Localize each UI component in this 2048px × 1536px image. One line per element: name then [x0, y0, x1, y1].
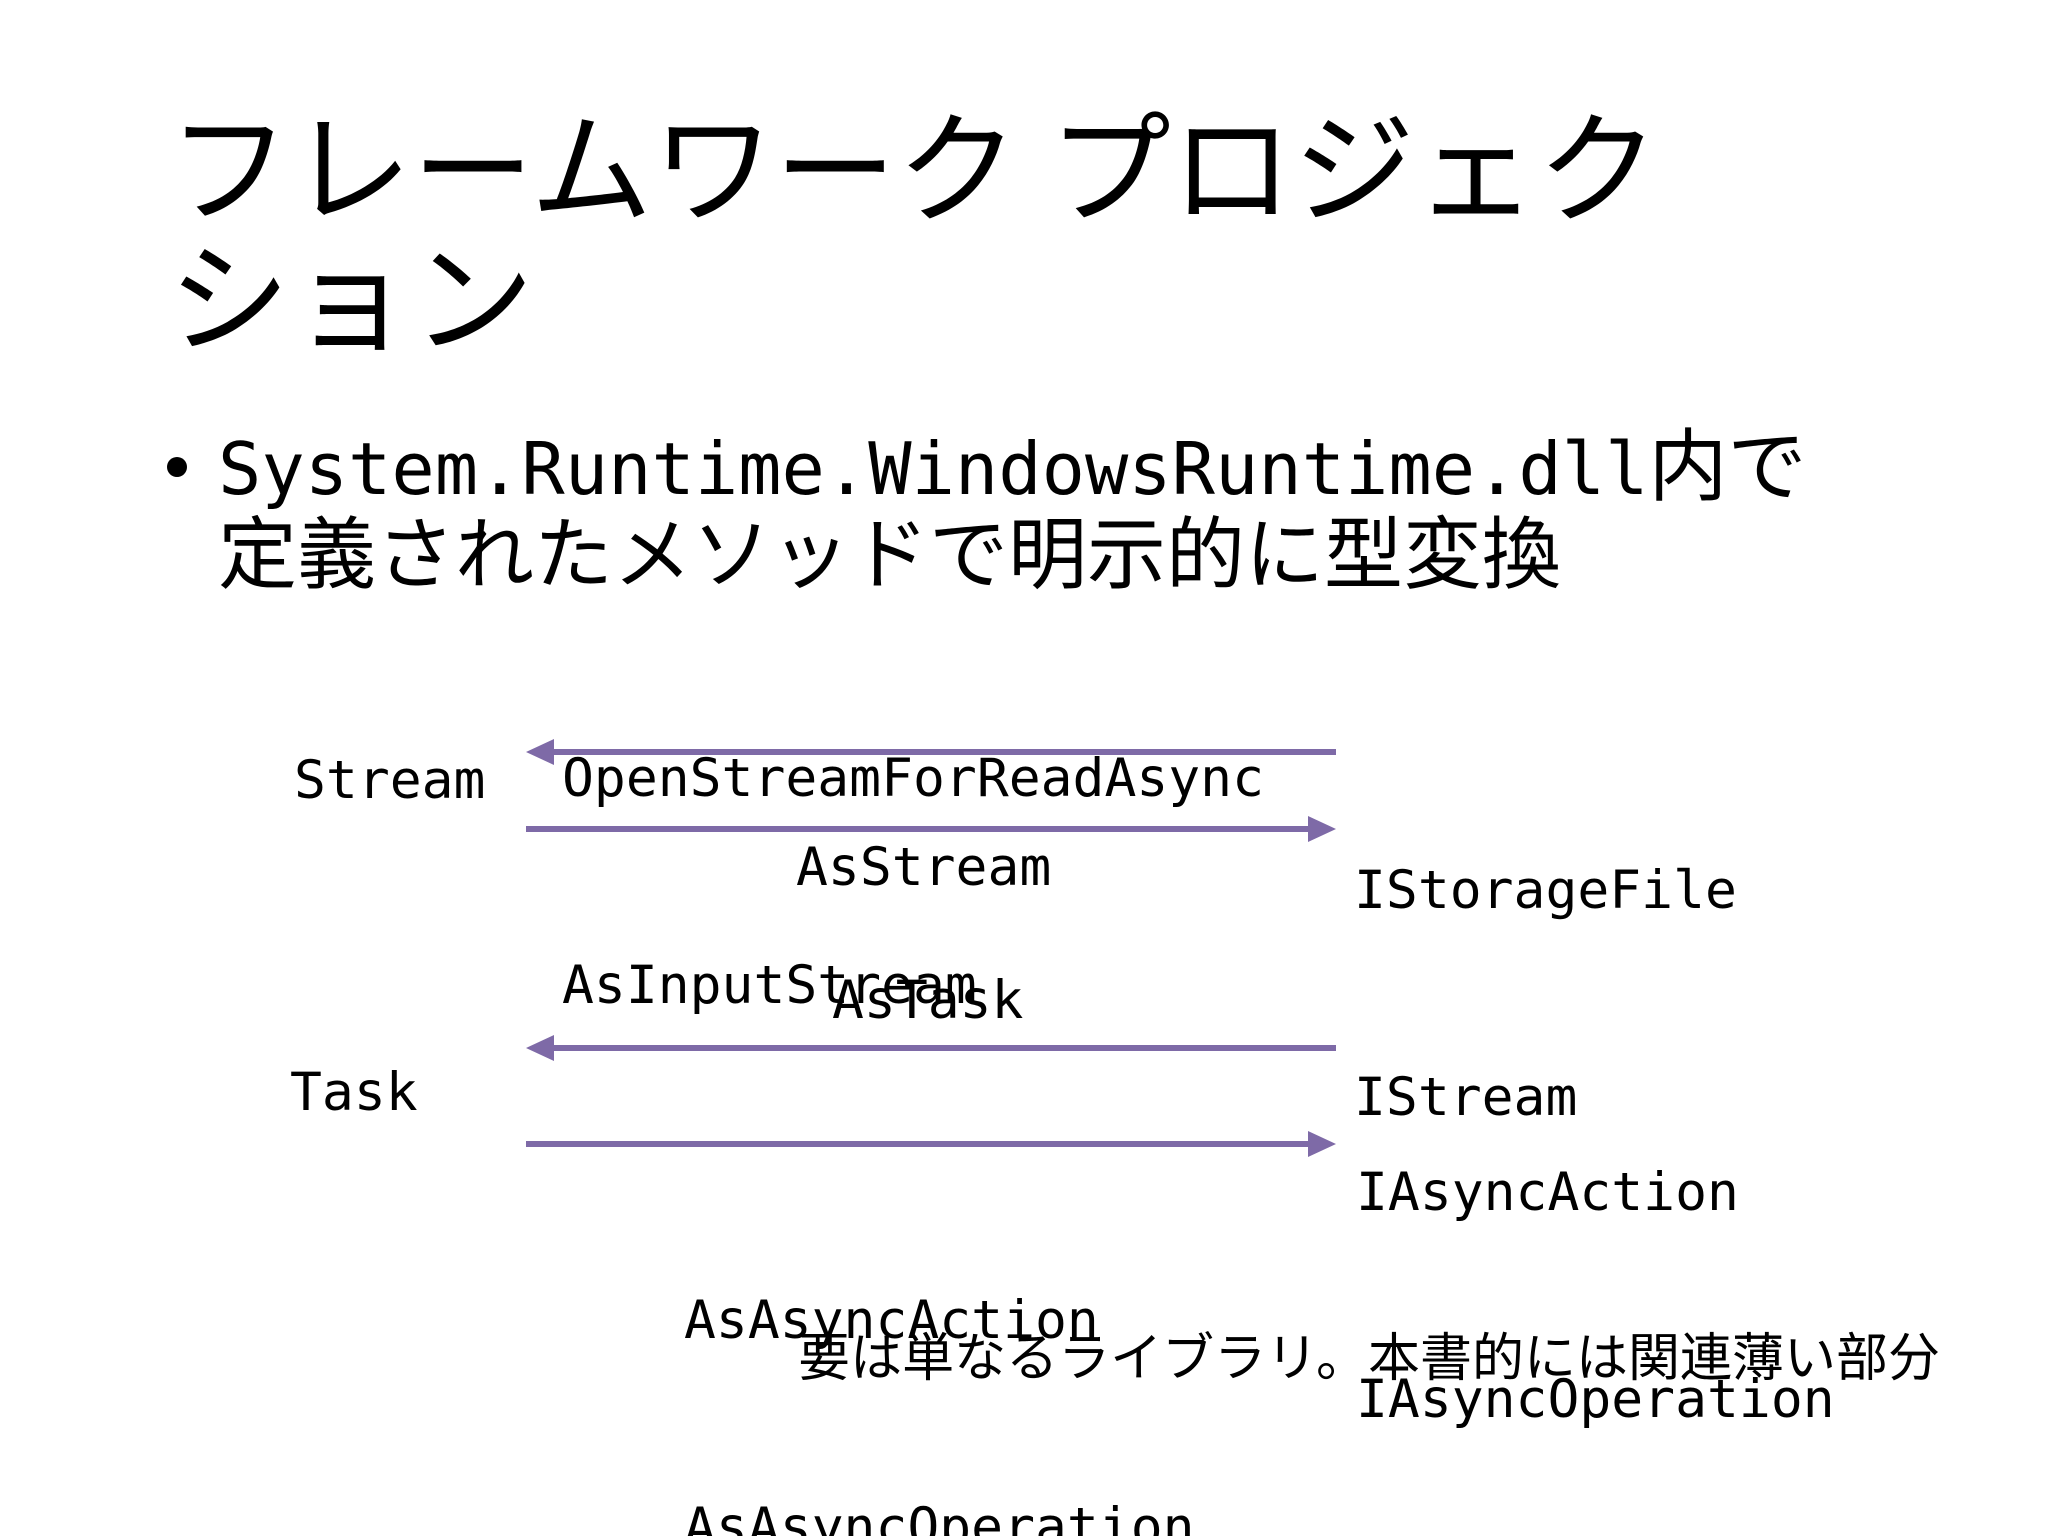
task-rightward-methods: AsAsyncAction AsAsyncOperation — [684, 1148, 1195, 1536]
slide-title: フレームワーク プロジェク ション — [168, 108, 1808, 368]
slide-title-line1: フレームワーク プロジェク — [168, 105, 1659, 240]
bullet-code-dll: System.Runtime.WindowsRuntime.dll — [218, 427, 1649, 511]
arrow-line-iasyncaction-to-task — [552, 1045, 1336, 1051]
type-iasyncoperation: IAsyncOperation — [1356, 1369, 1835, 1430]
stream-right-types: IStorageFile IStream — [1354, 718, 1737, 1270]
arrow-line-task-to-iasyncoperation — [526, 1141, 1310, 1147]
method-as-async-action: AsAsyncAction — [684, 1290, 1099, 1351]
arrow-head-right-stream — [1308, 816, 1336, 842]
slide-title-line2: ション — [168, 235, 534, 370]
type-task: Task — [290, 1062, 418, 1123]
arrow-line-stream-to-istream — [526, 826, 1310, 832]
task-right-types: IAsyncAction IAsyncOperation — [1356, 1020, 1835, 1536]
method-as-async-operation: AsAsyncOperation — [684, 1497, 1195, 1536]
method-as-task: AsTask — [832, 970, 1024, 1031]
stream-leftward-methods: OpenStreamForReadAsync AsInputStream — [562, 606, 1264, 1158]
arrow-head-left-stream — [526, 739, 554, 765]
method-as-input-stream: AsInputStream — [562, 955, 977, 1016]
method-as-stream: AsStream — [796, 837, 1052, 898]
type-iasyncaction: IAsyncAction — [1356, 1162, 1739, 1223]
type-stream: Stream — [294, 750, 486, 811]
type-istoragefile: IStorageFile — [1354, 860, 1737, 921]
method-open-stream-for-read-async: OpenStreamForReadAsync — [562, 748, 1264, 809]
bullet-jp-inline: 内で — [1648, 425, 1807, 512]
arrow-head-left-task — [526, 1035, 554, 1061]
arrow-head-right-task — [1308, 1131, 1336, 1157]
bullet-jp-line2: 定義されたメソッドで明示的に型変換 — [218, 513, 1561, 600]
bullet-text: System.Runtime.WindowsRuntime.dll内で 定義され… — [218, 425, 1858, 600]
bullet-marker — [167, 457, 187, 477]
footnote: 要は単なるライブラリ。本書的には関連薄い部分 — [798, 1331, 1940, 1388]
arrow-line-istoragefile-to-stream — [552, 749, 1336, 755]
type-istream: IStream — [1354, 1067, 1578, 1128]
